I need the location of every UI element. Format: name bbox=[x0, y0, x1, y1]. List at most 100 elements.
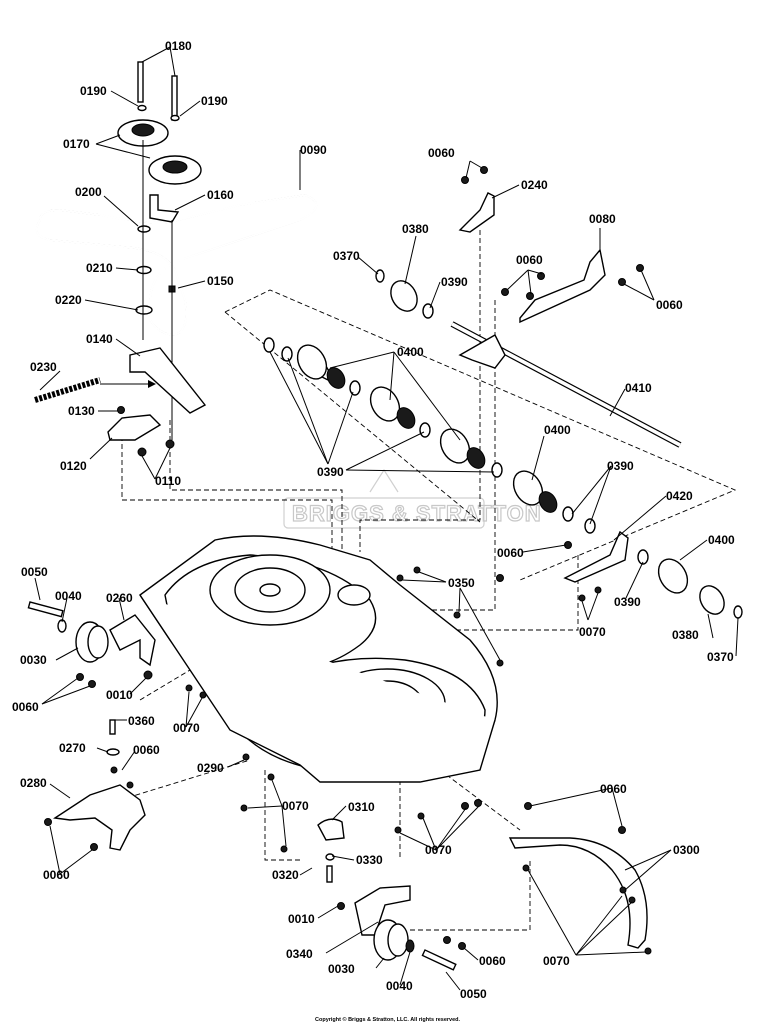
label-0260: 0260 bbox=[106, 591, 133, 605]
rear-gauge-wheel-assembly bbox=[317, 818, 466, 971]
bolt-0180-right bbox=[171, 75, 178, 121]
washer-0200 bbox=[137, 225, 151, 233]
watermark-text: BRIGGS & STRATTON bbox=[292, 501, 542, 526]
label-0270: 0270 bbox=[59, 741, 86, 755]
roller-0380-top bbox=[375, 269, 434, 319]
label-0060-left: 0060 bbox=[12, 700, 39, 714]
label-0230: 0230 bbox=[30, 360, 57, 374]
label-0050-bottom: 0050 bbox=[460, 987, 487, 1001]
label-0010-bottom: 0010 bbox=[288, 912, 315, 926]
bracket-0280 bbox=[53, 784, 146, 851]
label-0400-top: 0400 bbox=[397, 345, 424, 359]
roller-0400-3 bbox=[439, 428, 503, 478]
copyright-notice: Copyright © Briggs & Stratton, LLC. All … bbox=[315, 1016, 461, 1023]
bracket-0240 bbox=[458, 192, 495, 233]
bracket-0340 bbox=[354, 885, 411, 936]
bracket-0260 bbox=[109, 614, 156, 667]
label-0060-top: 0060 bbox=[428, 146, 455, 160]
baffle-0300 bbox=[508, 837, 648, 949]
label-0130: 0130 bbox=[68, 404, 95, 418]
label-0390-top: 0390 bbox=[441, 275, 468, 289]
label-0150: 0150 bbox=[207, 274, 234, 288]
label-0300: 0300 bbox=[673, 843, 700, 857]
label-0010-left: 0010 bbox=[106, 688, 133, 702]
label-0360: 0360 bbox=[128, 714, 155, 728]
bracket-0420 bbox=[563, 530, 629, 583]
label-0400-middle: 0400 bbox=[544, 423, 571, 437]
idler-arm-0140 bbox=[129, 347, 207, 414]
label-0380-right: 0380 bbox=[672, 628, 699, 642]
label-0210: 0210 bbox=[86, 261, 113, 275]
label-0330: 0330 bbox=[356, 853, 383, 867]
center-bracket bbox=[458, 334, 506, 369]
label-0280: 0280 bbox=[20, 776, 47, 790]
label-0140: 0140 bbox=[86, 332, 113, 346]
label-0110: 0110 bbox=[155, 474, 181, 488]
label-0390-left: 0390 bbox=[317, 465, 344, 479]
label-0060-mid-left: 0060 bbox=[133, 743, 160, 757]
label-0060-deck: 0060 bbox=[497, 546, 524, 560]
bracket-0080 bbox=[519, 248, 606, 324]
label-0060-bottom-left: 0060 bbox=[43, 868, 70, 882]
label-0060-right: 0060 bbox=[656, 298, 683, 312]
leader-lines bbox=[34, 46, 739, 991]
label-0390-right: 0390 bbox=[607, 459, 634, 473]
label-0060-middle: 0060 bbox=[516, 253, 543, 267]
label-0060-bottom-right: 0060 bbox=[600, 782, 627, 796]
label-0180: 0180 bbox=[165, 39, 192, 53]
deck-bolts bbox=[185, 541, 602, 853]
spring-0230 bbox=[34, 377, 101, 403]
label-0080: 0080 bbox=[589, 212, 616, 226]
roller-0400-1 bbox=[263, 337, 346, 389]
label-0240: 0240 bbox=[521, 178, 548, 192]
v-belt bbox=[35, 193, 318, 337]
washer-0210 bbox=[136, 265, 152, 275]
label-0370-top: 0370 bbox=[333, 249, 360, 263]
bracket-0120 bbox=[107, 414, 162, 441]
label-0050-left: 0050 bbox=[21, 565, 48, 579]
part-labels: 0180 0190 0190 0170 0090 0200 0160 0210 … bbox=[12, 39, 735, 1001]
label-0060-bottom: 0060 bbox=[479, 954, 506, 968]
bolt-0180-left bbox=[137, 61, 144, 103]
left-rear-bracket-assembly bbox=[44, 719, 146, 851]
label-0410: 0410 bbox=[625, 381, 652, 395]
label-0070-bottom-right: 0070 bbox=[543, 954, 570, 968]
label-0170: 0170 bbox=[63, 137, 90, 151]
label-0070-bottom-mid: 0070 bbox=[425, 843, 452, 857]
roller-0400-5 bbox=[637, 549, 743, 619]
roller-0400-4 bbox=[512, 470, 596, 534]
top-brackets bbox=[458, 166, 644, 324]
label-0070-left: 0070 bbox=[173, 721, 200, 735]
label-0120: 0120 bbox=[60, 459, 87, 473]
label-0380-top: 0380 bbox=[402, 222, 429, 236]
washer-0220 bbox=[135, 305, 153, 315]
label-0030-left: 0030 bbox=[20, 653, 47, 667]
label-0220: 0220 bbox=[55, 293, 82, 307]
label-0340: 0340 bbox=[286, 947, 313, 961]
bolt-0050-left bbox=[27, 601, 64, 618]
label-0040-left: 0040 bbox=[55, 589, 82, 603]
label-0090: 0090 bbox=[300, 143, 327, 157]
label-0350: 0350 bbox=[448, 576, 475, 590]
right-baffle-0300 bbox=[508, 802, 652, 955]
idler-arm-assembly bbox=[34, 347, 207, 457]
label-0040-bottom: 0040 bbox=[386, 979, 413, 993]
label-0310: 0310 bbox=[348, 800, 375, 814]
roller-0400-2 bbox=[349, 380, 431, 438]
label-0190-left: 0190 bbox=[80, 84, 107, 98]
mower-deck bbox=[139, 535, 498, 783]
plate-0310 bbox=[317, 818, 345, 841]
bracket-0160 bbox=[149, 194, 180, 223]
label-0420: 0420 bbox=[666, 489, 693, 503]
watermark: BRIGGS & STRATTON bbox=[283, 468, 542, 529]
label-0370-right: 0370 bbox=[707, 650, 734, 664]
roller-shaft-assembly bbox=[450, 321, 682, 583]
label-0070-right: 0070 bbox=[579, 625, 606, 639]
label-0160: 0160 bbox=[207, 188, 234, 202]
anti-scalp-rollers bbox=[263, 269, 743, 619]
label-0390-lower: 0390 bbox=[614, 595, 641, 609]
left-gauge-wheel-assembly bbox=[27, 601, 156, 688]
label-0320: 0320 bbox=[272, 868, 299, 882]
bolt-0050-rear bbox=[421, 949, 457, 971]
label-0200: 0200 bbox=[75, 185, 102, 199]
